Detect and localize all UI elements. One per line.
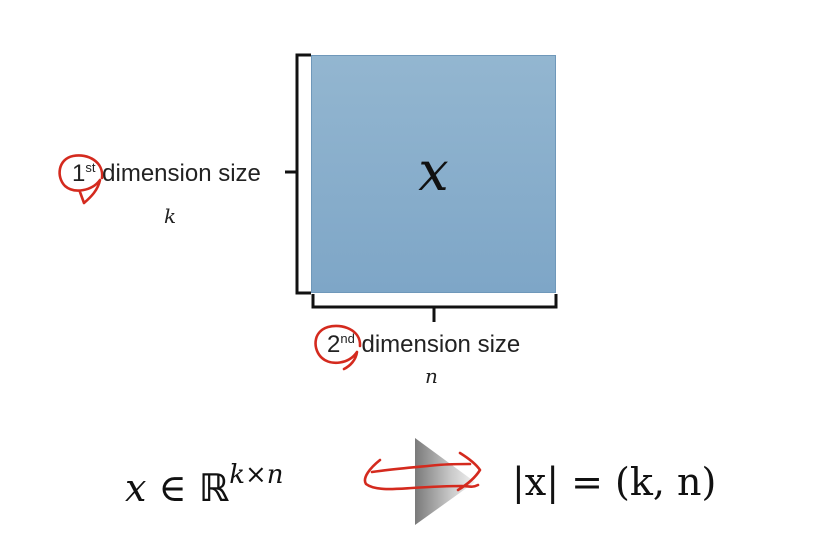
set-membership-formula: x ∈ ℝk×n xyxy=(125,460,284,510)
implies-arrow-icon xyxy=(415,438,475,525)
second-dimension-var: n xyxy=(425,364,438,388)
double-arrow-scribble xyxy=(363,451,482,492)
red-annotations xyxy=(58,154,482,492)
matrix-block: x xyxy=(311,55,556,293)
first-ordinal-suffix: st xyxy=(85,160,96,175)
first-dimension-text: dimension size xyxy=(102,160,261,187)
bottom-brace xyxy=(311,294,558,322)
left-brace xyxy=(285,53,311,295)
formula-x: x xyxy=(125,466,147,510)
first-dimension-var: k xyxy=(164,204,177,228)
second-dimension-label: 2nd dimension size xyxy=(327,331,520,359)
formula-in-symbol: ∈ xyxy=(158,466,187,510)
formula-reals-symbol: ℝ xyxy=(198,466,230,510)
matrix-symbol: x xyxy=(418,139,449,203)
second-ordinal: 2 xyxy=(327,331,341,358)
circle-annotation-1st xyxy=(58,154,104,205)
shape-formula: |x| = (k, n) xyxy=(512,460,717,504)
second-dimension-text: dimension size xyxy=(361,331,521,358)
formula-exponent: k×n xyxy=(229,460,284,490)
first-dimension-label: 1st dimension size xyxy=(72,160,261,188)
second-ordinal-suffix: nd xyxy=(340,331,355,346)
first-ordinal: 1 xyxy=(72,160,86,187)
circle-annotation-2nd xyxy=(314,324,362,371)
